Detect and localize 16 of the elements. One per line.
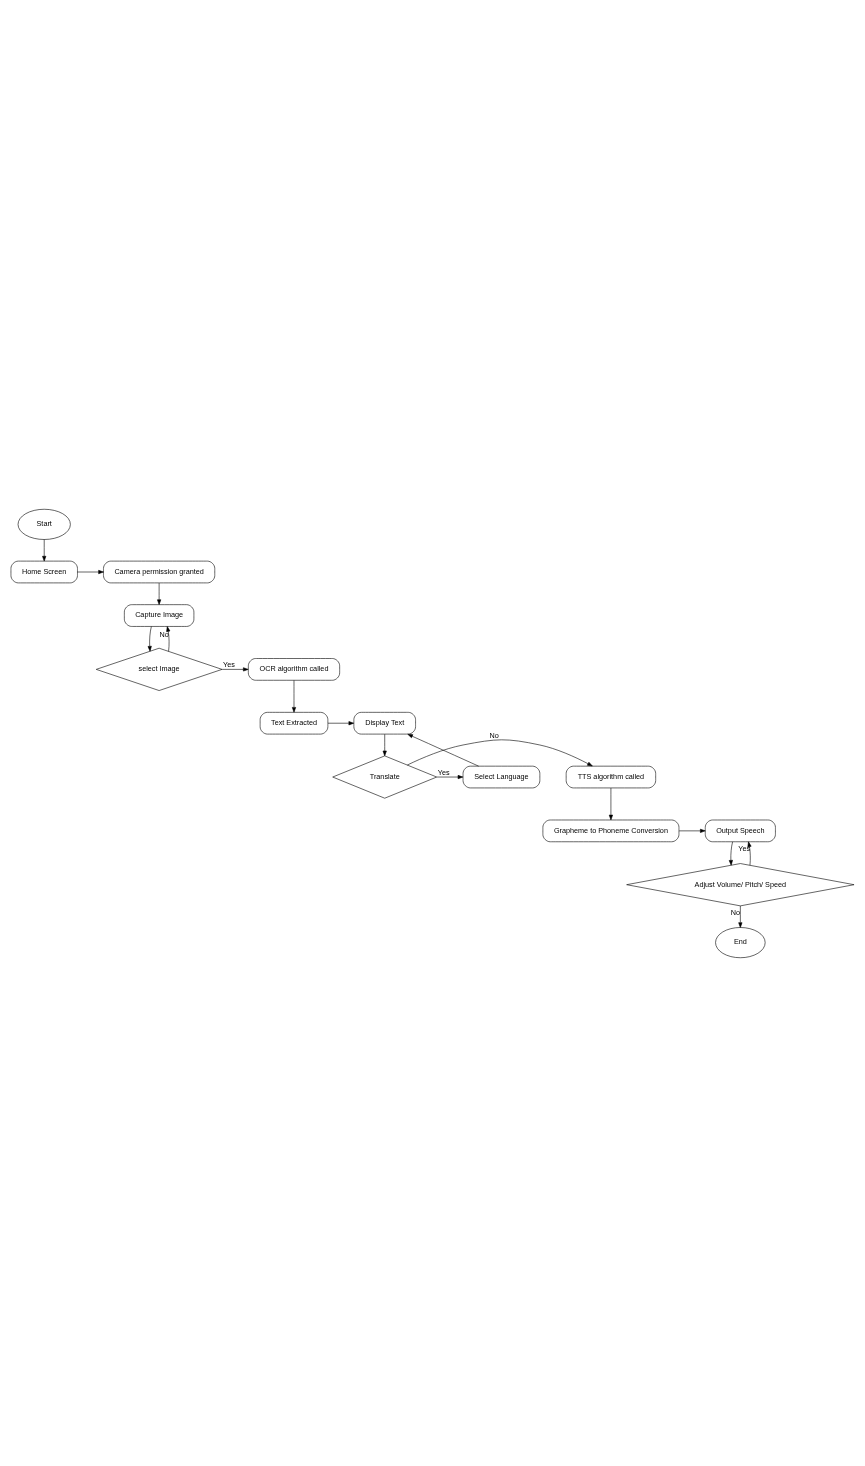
arrow [407,739,593,766]
arrow [738,905,743,928]
arrow [166,625,171,652]
arrow [327,720,354,725]
arrow [678,828,706,833]
arrow [77,569,104,574]
arrow [221,666,249,671]
arrow [292,679,296,713]
arrow [147,625,152,651]
arrow [728,841,733,865]
arrow [157,582,162,605]
arrow [407,733,479,766]
arrow [608,787,613,820]
arrow [436,774,464,779]
arrow [42,538,47,561]
arrow [382,733,387,756]
